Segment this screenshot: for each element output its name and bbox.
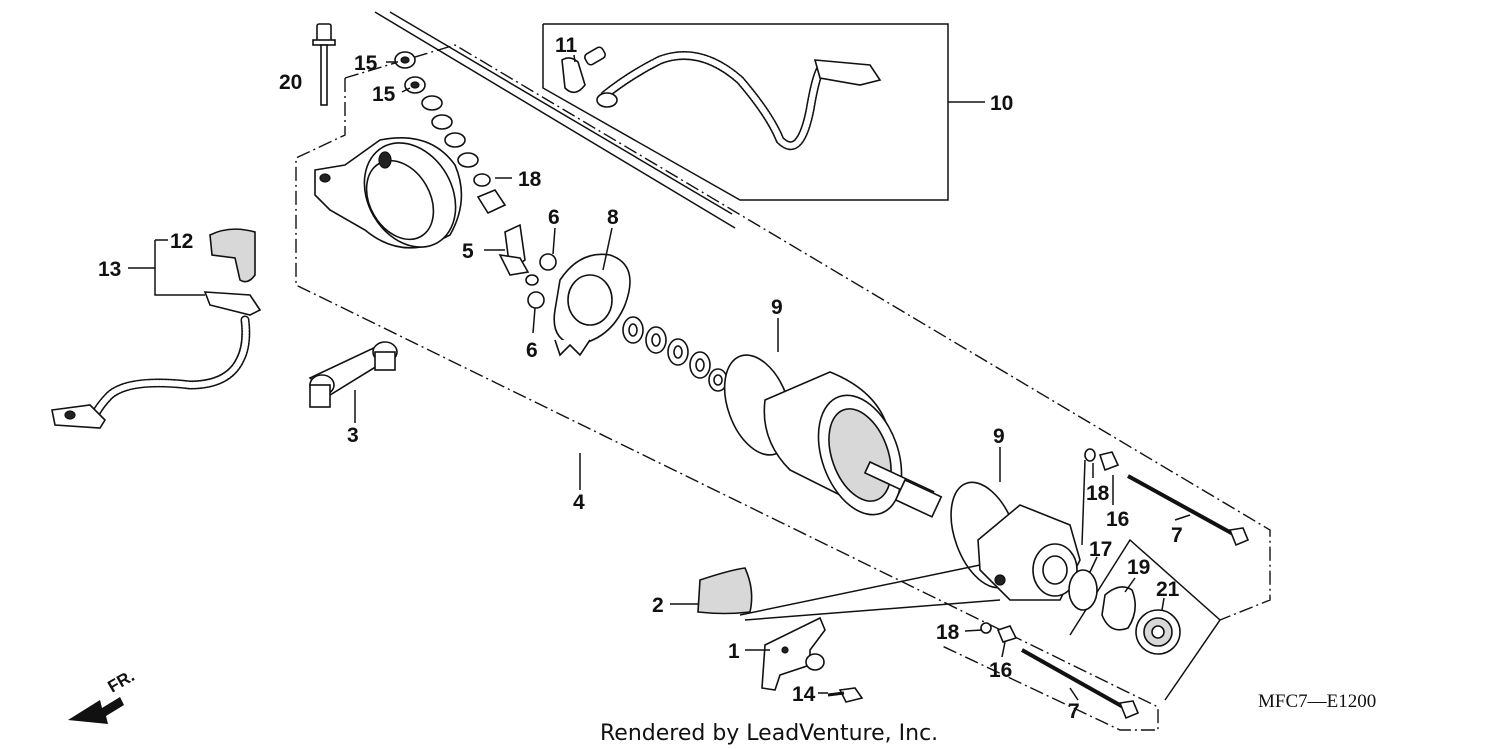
callout-7: 7: [1171, 524, 1183, 547]
callout-19: 19: [1127, 556, 1150, 579]
callout-4: 4: [573, 491, 585, 514]
terminal-5: [498, 223, 557, 309]
callout-1: 1: [728, 640, 740, 663]
front-hardware: [980, 448, 1250, 720]
callout-13: 13: [98, 258, 121, 281]
callout-14: 14: [792, 683, 816, 706]
callout-12: 12: [170, 230, 193, 253]
callout-6: 6: [526, 339, 538, 362]
cable-10: [561, 46, 882, 151]
front-direction-arrow: [68, 697, 124, 724]
callout-18: 18: [1086, 482, 1110, 505]
callout-11: 11: [555, 34, 578, 57]
callout-7: 7: [1068, 700, 1080, 723]
front-cover: [739, 481, 1081, 621]
callout-2: 2: [652, 594, 664, 617]
bracket-1: [761, 616, 864, 703]
callout-17: 17: [1089, 538, 1112, 561]
render-credit: Rendered by LeadVenture, Inc.: [600, 721, 938, 746]
diagram-code: MFC7—E1200: [1258, 691, 1376, 712]
callout-15: 15: [354, 52, 378, 75]
front-direction-label: FR.: [105, 666, 138, 696]
leader-lines: [128, 54, 1191, 701]
rear-cover: [314, 137, 463, 249]
washer-stack-15: [394, 51, 507, 215]
assembly-outline: [295, 11, 1271, 731]
insulator-2: [697, 567, 753, 615]
callout-18: 18: [518, 168, 542, 191]
brush-plate-8: [553, 253, 631, 357]
callout-3: 3: [347, 424, 359, 447]
callout-6: 6: [548, 206, 560, 229]
callout-16: 16: [989, 659, 1012, 682]
thrust-washers: [622, 316, 728, 392]
bolt-20: [312, 23, 336, 106]
cable-13: [51, 228, 262, 429]
callout-20: 20: [279, 71, 302, 94]
callout-21: 21: [1156, 578, 1180, 601]
callout-9: 9: [993, 425, 1005, 448]
motor-yoke: [723, 354, 943, 518]
callout-5: 5: [462, 240, 474, 263]
callout-8: 8: [607, 206, 619, 229]
callout-18: 18: [936, 621, 960, 644]
callout-15: 15: [372, 83, 396, 106]
callout-9: 9: [771, 296, 783, 319]
callout-16: 16: [1106, 508, 1129, 531]
callout-10: 10: [990, 92, 1013, 115]
callout-labels: 20 15 15 11 10 18 12 13 6 8 5 6 9 3 4 9 …: [98, 34, 1183, 723]
brush-holder-arm-3: [308, 341, 398, 408]
